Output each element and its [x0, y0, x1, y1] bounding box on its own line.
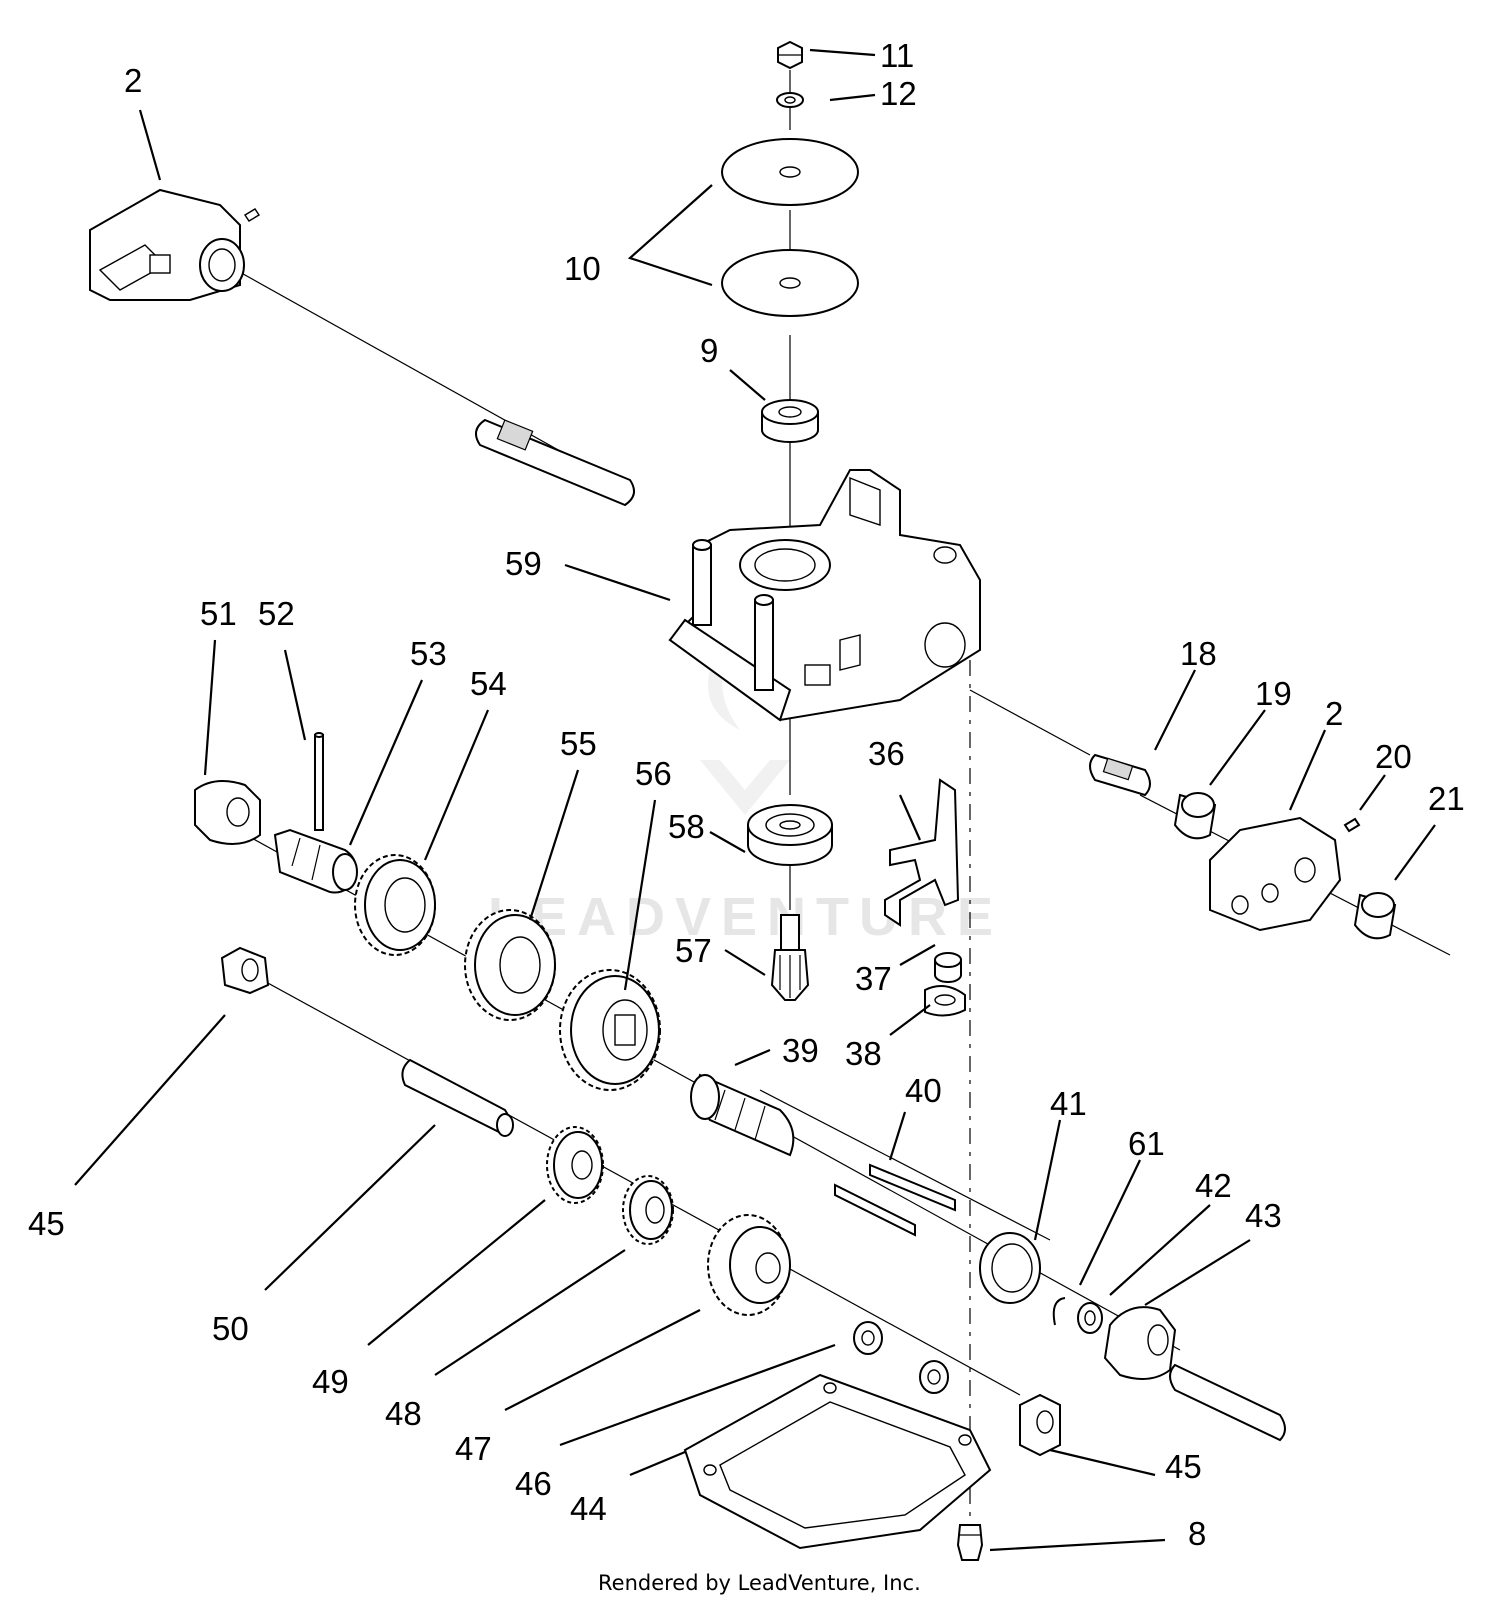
callout-57: 57 [675, 932, 712, 969]
callout-46: 46 [515, 1465, 552, 1502]
part-39-splined-shaft [690, 1073, 795, 1157]
part-36-shift-fork [884, 778, 960, 927]
left-shaft [475, 418, 635, 507]
callout-36: 36 [868, 735, 905, 772]
part-9-bushing [761, 399, 819, 443]
part-20-screw [1343, 817, 1361, 833]
part-12-washer [776, 92, 804, 108]
part-47-gear [707, 1214, 791, 1316]
part-10-disc-lower [721, 249, 859, 317]
callout-53: 53 [410, 635, 447, 672]
callout-54: 54 [470, 665, 507, 702]
callout-37: 37 [855, 960, 892, 997]
callout-44: 44 [570, 1490, 607, 1527]
callout-61: 61 [1128, 1125, 1165, 1162]
callout-59: 59 [505, 545, 542, 582]
callout-2-left: 2 [124, 62, 142, 99]
callout-47: 47 [455, 1430, 492, 1467]
callout-8: 8 [1188, 1515, 1206, 1552]
part-51-bushing [194, 780, 261, 845]
callout-41: 41 [1050, 1085, 1087, 1122]
part-46-washer [853, 1321, 883, 1355]
part-45-bushing-upper [220, 946, 270, 995]
part-53-hub [273, 828, 358, 894]
callout-38: 38 [845, 1035, 882, 1072]
callout-45-right: 45 [1165, 1448, 1202, 1485]
callout-20: 20 [1375, 738, 1412, 775]
part-washer-lower [919, 1360, 949, 1394]
callout-2-right: 2 [1325, 695, 1343, 732]
part-40-keys [834, 1163, 956, 1237]
footer-credit: Rendered by LeadVenture, Inc. [598, 1571, 921, 1595]
callout-58: 58 [668, 808, 705, 845]
part-58-bearing [747, 804, 833, 866]
part-44-cover [683, 1373, 992, 1550]
part-2-right-bracket [1209, 816, 1342, 932]
part-61-snap-ring [1052, 1297, 1066, 1326]
part-19-bushing [1173, 792, 1217, 840]
leader-lines [74, 48, 1436, 1552]
callout-labels: 2 11 12 10 9 59 51 52 53 54 55 56 58 36 … [28, 37, 1465, 1552]
callout-19: 19 [1255, 675, 1292, 712]
part-2-left-bracket [89, 188, 260, 301]
callout-39: 39 [782, 1032, 819, 1069]
part-18-sleeve [1089, 753, 1151, 797]
callout-43: 43 [1245, 1197, 1282, 1234]
callout-18: 18 [1180, 635, 1217, 672]
callout-48: 48 [385, 1395, 422, 1432]
callout-10: 10 [564, 250, 601, 287]
part-10-disc-upper [721, 138, 859, 206]
callout-11: 11 [880, 37, 914, 74]
callout-9: 9 [700, 332, 718, 369]
callout-51: 51 [200, 595, 237, 632]
callout-50: 50 [212, 1310, 249, 1347]
part-8-plug [956, 1524, 984, 1561]
part-42-washer [1077, 1302, 1103, 1334]
part-38-clip [924, 985, 966, 1017]
part-49-gear [546, 1126, 604, 1204]
callout-40: 40 [905, 1072, 942, 1109]
part-48-gear [622, 1175, 674, 1245]
callout-56: 56 [635, 755, 672, 792]
part-52-pin [314, 732, 324, 831]
part-55-gear [464, 909, 556, 1021]
part-56-gear [559, 969, 661, 1091]
part-43-bushing [1103, 1306, 1177, 1380]
part-59-housing [668, 469, 981, 722]
part-41-seal [979, 1232, 1041, 1304]
part-57-pinion [770, 914, 810, 1001]
part-50-shaft [401, 1058, 514, 1137]
callout-55: 55 [560, 725, 597, 762]
right-output-shaft [1169, 1363, 1286, 1442]
callout-42: 42 [1195, 1167, 1232, 1204]
callout-12: 12 [880, 75, 917, 112]
callout-49: 49 [312, 1363, 349, 1400]
callout-21: 21 [1428, 780, 1465, 817]
part-21-bushing [1353, 892, 1397, 940]
part-37-collar [934, 952, 962, 983]
callout-45-left: 45 [28, 1205, 65, 1242]
part-11-nut [777, 40, 803, 70]
part-45-bushing-lower [1019, 1393, 1061, 1457]
watermark-text: LEADVENTURE [488, 887, 1003, 947]
callout-52: 52 [258, 595, 295, 632]
part-54-gear [354, 854, 436, 956]
